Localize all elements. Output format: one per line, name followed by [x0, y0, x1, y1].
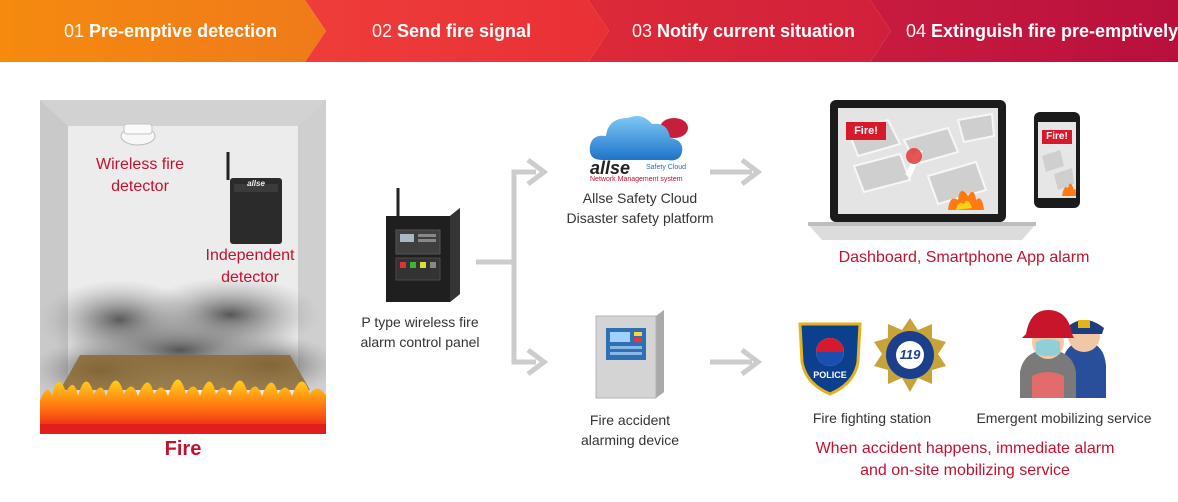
laptop-icon — [808, 100, 1036, 240]
branch-to-cloud-line — [511, 169, 536, 262]
step-1-chevron — [0, 0, 326, 62]
room-drawing — [40, 100, 326, 434]
laptop-dashboard: Fire! — [808, 100, 1036, 240]
cloud-brand: allse — [590, 158, 631, 178]
phone-fire-alert: Fire! — [1046, 131, 1068, 142]
alarm-to-responders-arrow-head — [740, 348, 763, 376]
cloud-brand-tag2: Network Management system — [590, 176, 683, 183]
cloud-arrow-head — [526, 158, 549, 186]
police-badge-text: POLICE — [813, 370, 847, 380]
detector-brand: allse — [247, 179, 265, 188]
fire-station-badge: 119 — [872, 316, 948, 396]
wireless-fire-detector-label: Wireless fire detector — [95, 156, 184, 195]
independent-detector-label: Independent detector — [205, 247, 295, 286]
step-3-chevron — [588, 0, 891, 62]
emergent-workers-icon — [1020, 310, 1106, 398]
police-badge-icon — [798, 322, 862, 396]
fire-badge-text: 119 — [899, 347, 921, 362]
smartphone-app: Fire! — [1034, 112, 1082, 210]
control-panel-icon — [386, 188, 460, 302]
cloud-caption: Allse Safety Cloud Disaster safety platf… — [566, 190, 714, 226]
emergent-mobilizing-caption: Emergent mobilizing service — [976, 410, 1152, 426]
room-illustration: allse Wireless fire detector Independent… — [40, 100, 326, 434]
cloud-to-dashboard-arrow-head — [740, 158, 763, 186]
cloud-icon — [589, 116, 688, 161]
police-badge: POLICE — [794, 320, 866, 396]
flow-connectors — [476, 158, 763, 376]
emergent-workers-illustration — [1018, 306, 1110, 400]
fire-label: Fire — [164, 438, 202, 460]
step-2-chevron — [305, 0, 609, 62]
alarm-device — [594, 308, 666, 400]
cloud-brand-tag1: Safety Cloud — [646, 164, 687, 171]
alarm-device-icon — [595, 310, 664, 399]
laptop-fire-alert: Fire! — [854, 125, 878, 137]
dashboard-caption: Dashboard, Smartphone App alarm — [838, 249, 1090, 266]
control-panel-caption: P type wireless fire alarm control panel — [360, 314, 480, 350]
smartphone-icon — [1034, 112, 1080, 208]
allse-cloud-logo: allse Safety Cloud Network Management sy… — [586, 108, 696, 188]
alarm-device-caption: Fire accident alarming device — [580, 412, 680, 448]
step-4-chevron — [870, 0, 1178, 62]
responders-summary: When accident happens, immediate alarm a… — [815, 440, 1115, 479]
control-panel-device — [378, 186, 464, 306]
fire-station-caption: Fire fighting station — [812, 410, 932, 426]
fire-station-badge-icon — [874, 318, 946, 392]
alarm-arrow-head — [526, 348, 549, 376]
step-bar-background — [0, 0, 1178, 62]
branch-to-alarm-line — [511, 262, 536, 365]
